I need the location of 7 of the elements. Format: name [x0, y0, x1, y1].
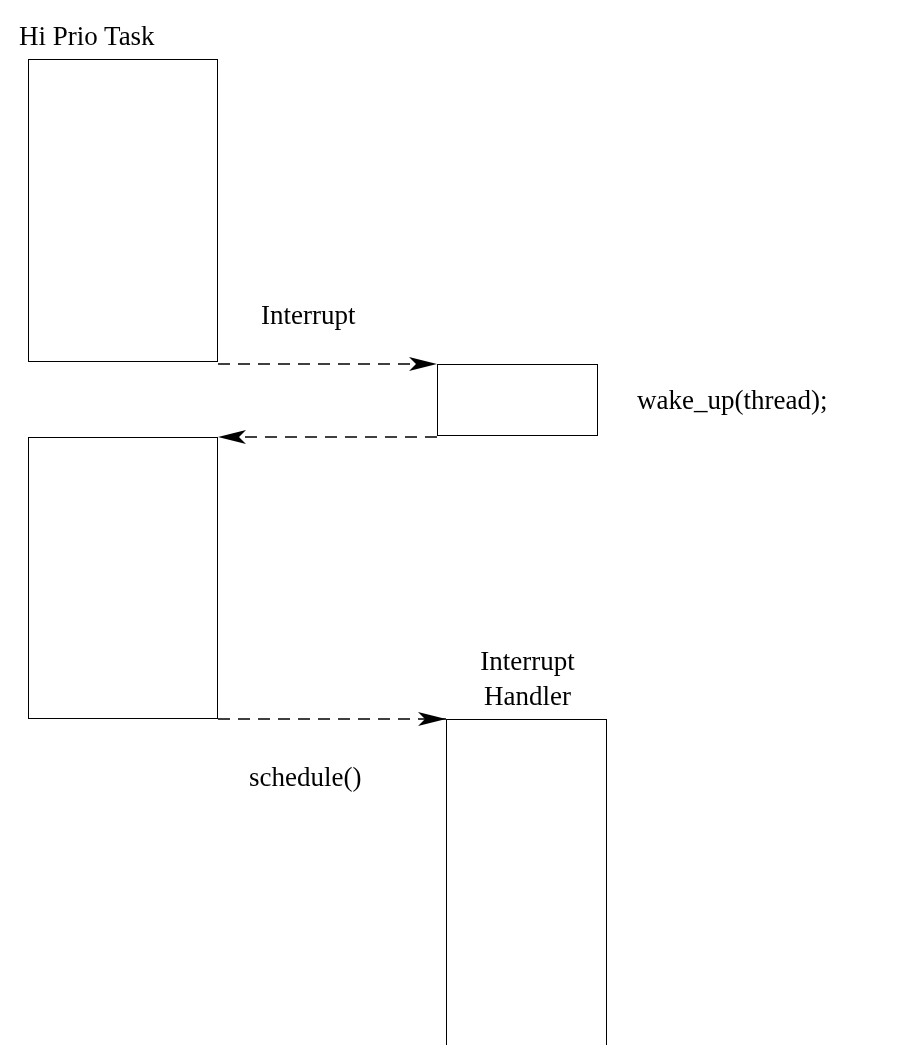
dashed-arrow	[217, 357, 438, 371]
dashed-arrow	[217, 712, 447, 726]
dashed-arrow	[217, 430, 438, 444]
code-label: wake_up(thread);	[637, 384, 828, 416]
node-heading: Hi Prio Task	[19, 19, 155, 53]
box-shape	[28, 437, 218, 719]
node-heading: Interrupt Handler	[479, 644, 576, 713]
